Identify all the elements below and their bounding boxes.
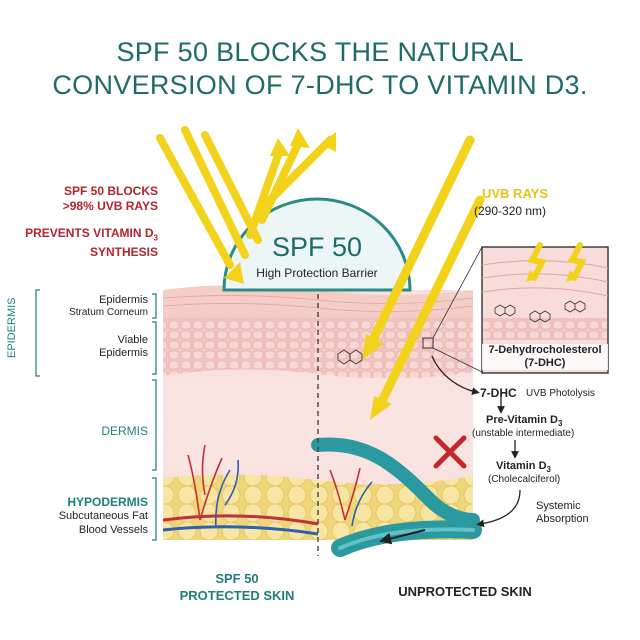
prevents-line-2: SYNTHESIS	[89, 245, 158, 260]
inset-line-1: 7-Dehydrocholesterol	[488, 344, 602, 356]
inset-line-2: (7-DHC)	[524, 357, 566, 369]
teal-vessel-upper	[311, 437, 480, 527]
blocks-line-2: >98% UVB RAYS	[62, 199, 158, 213]
protected-line-2: PROTECTED SKIN	[179, 588, 295, 603]
previtamin-text: Pre-Vitamin D	[486, 414, 558, 426]
systemic-line-2: Absorption	[536, 513, 589, 525]
barrier-title: SPF 50	[271, 232, 363, 262]
pathway-vitamin: Vitamin D3	[496, 460, 551, 474]
title-line-1: SPF 50 BLOCKS THE NATURAL	[116, 37, 524, 67]
prevents-note: PREVENTS VITAMIN D3 SYNTHESIS	[8, 226, 158, 260]
page-title: SPF 50 BLOCKS THE NATURAL CONVERSION OF …	[0, 36, 640, 102]
previtamin-sub: 3	[557, 419, 563, 429]
stratum-label: Stratum Corneum	[69, 307, 148, 318]
epidermis-bracket-label: EPIDERMIS	[6, 297, 18, 358]
stratum-corneum-layer	[163, 285, 473, 318]
epidermis-label: Epidermis	[99, 294, 148, 306]
protected-skin-label: SPF 50 PROTECTED SKIN	[162, 570, 312, 604]
blocked-x-icon	[433, 435, 467, 469]
title-line-2: CONVERSION OF 7-DHC TO VITAMIN D3.	[52, 70, 588, 100]
viable-label-2: Epidermis	[99, 347, 148, 359]
viable-label-1: Viable	[117, 334, 148, 346]
dermis-label: DERMIS	[101, 424, 148, 438]
blood-vessel-red	[162, 514, 319, 526]
reflected-rays	[156, 126, 334, 269]
prevents-line-1: PREVENTS VITAMIN D	[25, 226, 154, 240]
systemic-absorption: Systemic Absorption	[536, 500, 589, 526]
pathway-cholecalciferol: (Cholecalciferol)	[488, 474, 561, 485]
pathway-7dhc: 7-DHC	[480, 386, 517, 400]
blood-vessel-blue	[162, 525, 319, 536]
vessel-flow-arrow	[379, 529, 426, 545]
penetrating-rays	[367, 135, 485, 410]
protected-line-1: SPF 50	[215, 571, 259, 586]
hypodermis-label: HYPODERMIS	[67, 495, 148, 509]
uvb-label: UVB RAYS	[482, 186, 548, 201]
fat-layer	[163, 474, 473, 540]
uvb-range: (290-320 nm)	[474, 204, 547, 218]
blocks-note: SPF 50 BLOCKS >98% UVB RAYS	[8, 184, 158, 214]
inset-label: 7-Dehydrocholesterol (7-DHC)	[482, 344, 608, 370]
systemic-line-1: Systemic	[536, 500, 581, 512]
spf-barrier-dome	[222, 197, 412, 292]
vitamin-text: Vitamin D	[496, 460, 547, 472]
blocks-line-1: SPF 50 BLOCKS	[63, 184, 158, 198]
pathway-unstable: (unstable intermediate)	[472, 428, 575, 439]
barrier-subtitle: High Protection Barrier	[256, 266, 378, 280]
pathway-previtamin: Pre-Vitamin D3	[486, 414, 562, 428]
vessels-label: Blood Vessels	[78, 524, 148, 536]
fat-label: Subcutaneous Fat	[58, 510, 148, 522]
molecule-icon	[337, 349, 363, 365]
pathway-photolysis: UVB Photolysis	[526, 388, 595, 399]
absorption-arrow	[476, 489, 521, 528]
sun-ray-arrow	[156, 134, 234, 269]
layer-brackets	[35, 289, 157, 541]
unprotected-skin-label: UNPROTECTED SKIN	[398, 584, 532, 599]
pathway-arrow-1	[431, 355, 480, 395]
vitamin-sub: 3	[546, 465, 551, 475]
prevents-sub: 3	[153, 233, 158, 243]
